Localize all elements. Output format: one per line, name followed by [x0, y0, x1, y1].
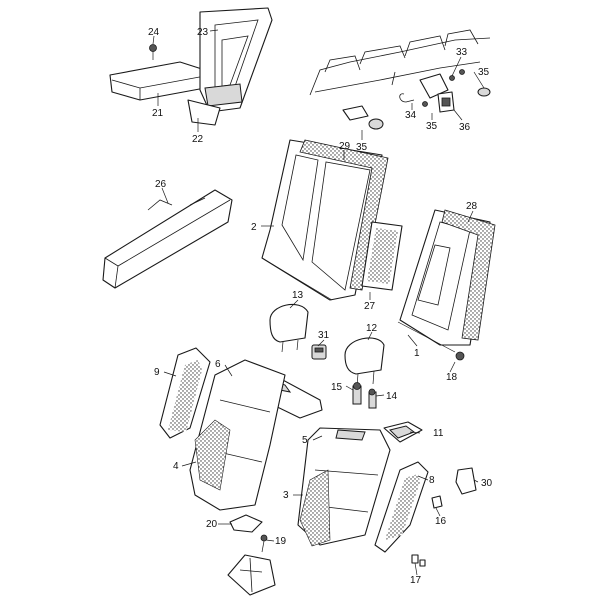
callout-24: 24	[148, 27, 160, 38]
callout-11: 11	[433, 428, 444, 439]
seat-back-part-3	[299, 469, 331, 547]
callout-23: 23	[197, 27, 209, 38]
callout-27: 27	[364, 301, 376, 312]
callout-13: 13	[292, 290, 304, 301]
callout-18: 18	[446, 372, 458, 383]
guide-part-15	[352, 382, 362, 405]
callout-36: 36	[459, 122, 471, 133]
callout-22: 22	[192, 134, 204, 145]
cap-part-30	[455, 467, 477, 495]
callout-28: 28	[466, 201, 478, 212]
mount-bracket	[227, 554, 276, 596]
callout-29: 29	[339, 141, 351, 152]
callout-34: 34	[405, 110, 417, 121]
headrest-part-13	[269, 303, 309, 353]
callout-8: 8	[429, 475, 435, 486]
callout-33: 33	[456, 47, 468, 58]
backrest-panel-part-27	[361, 221, 403, 291]
callout-4: 4	[173, 461, 179, 472]
side-bolster-part-9	[159, 347, 211, 439]
callout-labels: 24 23 21 22 33 35 34 35 36 35 29 26 2 28…	[148, 27, 493, 586]
seat-cushion-part-26	[102, 189, 233, 289]
leader-lines	[152, 29, 485, 576]
callout-19: 19	[275, 536, 287, 547]
cover-part-22	[187, 99, 221, 126]
callout-21: 21	[152, 108, 164, 119]
clip-part-35-right	[477, 87, 491, 97]
body-outline	[309, 29, 491, 96]
switch-part-31	[311, 344, 327, 360]
callout-6: 6	[215, 359, 221, 370]
callout-16: 16	[435, 516, 447, 527]
clip-part-16	[431, 495, 443, 509]
callout-35-center: 35	[426, 121, 438, 132]
armrest-frame-part-23	[199, 7, 273, 113]
catch-part-35-center	[342, 105, 384, 130]
callout-1: 1	[414, 348, 420, 359]
bolt-part-24	[149, 44, 157, 60]
backrest-frame-part-2	[261, 139, 383, 301]
callout-2: 2	[251, 222, 257, 233]
callout-26: 26	[155, 179, 167, 190]
callout-5: 5	[302, 435, 308, 446]
callout-35-left: 35	[356, 142, 368, 153]
bracket-part-33	[419, 69, 465, 99]
callout-12: 12	[366, 323, 378, 334]
side-panel-part-8	[374, 461, 429, 553]
callout-15: 15	[331, 382, 343, 393]
callout-20: 20	[206, 519, 218, 530]
callout-30: 30	[481, 478, 493, 489]
callout-31: 31	[318, 330, 330, 341]
latch-part-36	[437, 91, 455, 113]
cover-part-20	[229, 514, 263, 533]
callout-9: 9	[154, 367, 160, 378]
armrest-part-21	[109, 61, 206, 101]
bolt-part-18	[455, 351, 465, 361]
bolt-part-19	[260, 534, 268, 553]
callout-17: 17	[410, 575, 422, 586]
clip-part-17	[411, 554, 426, 567]
callout-14: 14	[386, 391, 398, 402]
headrest-part-12	[344, 337, 385, 387]
guide-part-14	[368, 388, 377, 409]
callout-3: 3	[283, 490, 289, 501]
hook-part-34	[399, 93, 428, 107]
trim-panel-part-11	[383, 421, 423, 443]
backrest-pad-part-28	[441, 209, 496, 341]
callout-35-right: 35	[478, 67, 490, 78]
backrest-pad-part-29	[299, 139, 389, 291]
seat-back-part-4	[189, 359, 286, 511]
